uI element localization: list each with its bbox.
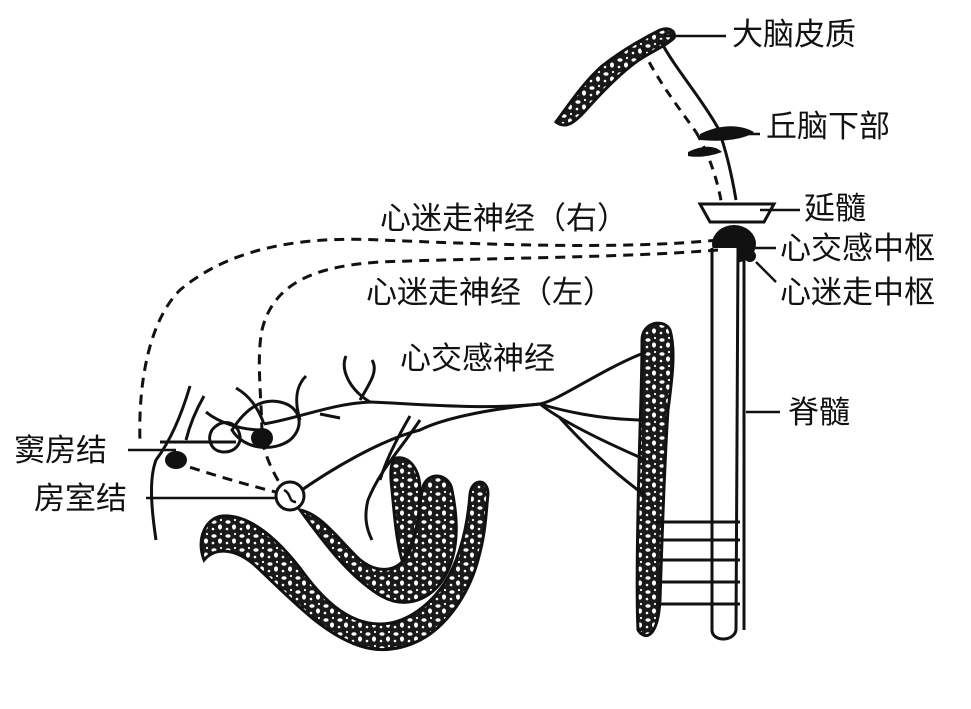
- label-cardiac-vagal-center: 心迷走中枢: [780, 278, 935, 309]
- av-node: [276, 482, 304, 510]
- label-medulla: 延髓: [804, 194, 866, 225]
- label-vagus-nerve-right: 心迷走神经（右）: [380, 204, 628, 235]
- label-vagus-nerve-left: 心迷走神经（左）: [366, 278, 614, 309]
- label-cerebral-cortex: 大脑皮质: [732, 20, 856, 51]
- descending-pathway: [642, 40, 736, 206]
- sympathetic-ganglion-chain: [637, 323, 673, 635]
- label-hypothalamus: 丘脑下部: [766, 112, 890, 143]
- label-sympathetic-nerve: 心交感神经: [400, 344, 555, 375]
- label-av-node: 房室结: [34, 484, 127, 515]
- cardiac-ganglion: [251, 428, 273, 448]
- label-spinal-cord: 脊髓: [788, 398, 850, 429]
- label-cardiac-sympathetic-center: 心交感中枢: [780, 234, 935, 265]
- spinal-cord: [712, 248, 744, 639]
- heart-ventricles: [201, 458, 488, 650]
- sa-node: [165, 451, 187, 469]
- label-leader-lines: [128, 36, 800, 498]
- medulla: [700, 204, 774, 222]
- label-sa-node: 窦房结: [14, 436, 107, 467]
